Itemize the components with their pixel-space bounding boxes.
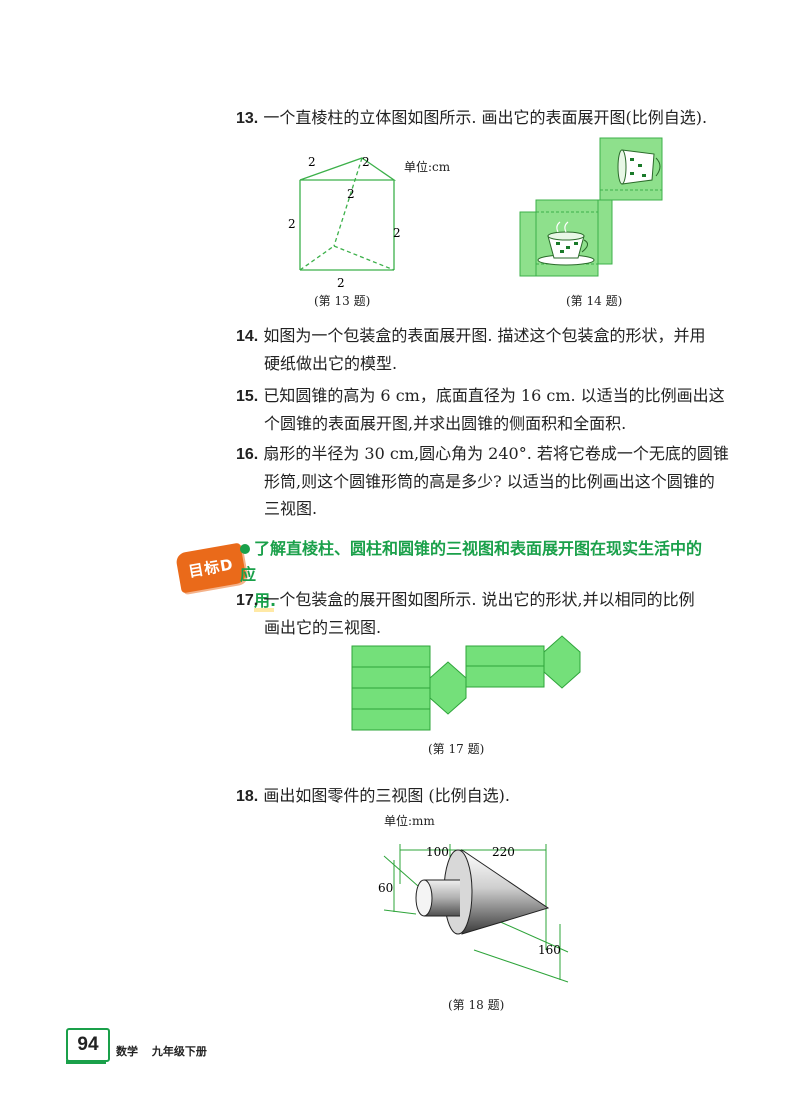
- question-number: 16.: [236, 446, 259, 463]
- question-text: 已知圆锥的高为 6 cm，底面直径为 16 cm. 以适当的比例画出这: [263, 386, 725, 405]
- figure-13-prism: 2 2 2 2 2 2: [288, 155, 401, 290]
- page-number-bar: [66, 1060, 106, 1064]
- teacup-icon: [617, 149, 661, 185]
- teacup-icon: [537, 221, 595, 266]
- question-text: 一个包装盒的展开图如图所示. 说出它的形状,并以相同的比例: [263, 590, 695, 609]
- question-14: 14. 如图为一个包装盒的表面展开图. 描述这个包装盒的形状，并用 硬纸做出它的…: [236, 322, 706, 377]
- dim-label: 2: [393, 226, 401, 240]
- goal-text-line: 了解直棱柱、圆柱和圆锥的三视图和表面展开图在现实生活中的应: [240, 539, 703, 584]
- footer-grade: 九年级下册: [151, 1045, 207, 1058]
- question-text: 个圆锥的表面展开图,并求出圆锥的侧面积和全面积.: [264, 414, 627, 433]
- question-text: 画出如图零件的三视图 (比例自选).: [263, 786, 511, 805]
- question-number: 13.: [236, 110, 259, 127]
- dim-label: 100: [426, 845, 449, 859]
- question-17: 17. 一个包装盒的展开图如图所示. 说出它的形状,并以相同的比例 画出它的三视…: [236, 586, 706, 641]
- question-text: 硬纸做出它的模型.: [264, 354, 398, 373]
- goal-text-line: 用.: [240, 588, 710, 614]
- figure-caption: (第 14 题): [566, 294, 623, 308]
- figure-18-cone-part: 100 220 60 160: [378, 844, 569, 983]
- question-text: 一个直棱柱的立体图如图所示. 画出它的表面展开图(比例自选).: [263, 108, 708, 127]
- dim-label: 60: [378, 881, 393, 895]
- question-number: 14.: [236, 328, 259, 345]
- question-text: 三视图.: [264, 499, 318, 518]
- question-number: 18.: [236, 788, 259, 805]
- unit-label: 单位:cm: [404, 160, 451, 174]
- dim-label: 220: [492, 845, 515, 859]
- figure-caption: (第 17 题): [428, 742, 485, 756]
- goal-statement: 了解直棱柱、圆柱和圆锥的三视图和表面展开图在现实生活中的应 用.: [240, 536, 710, 614]
- figure-caption: (第 13 题): [314, 294, 371, 308]
- question-13: 13. 一个直棱柱的立体图如图所示. 画出它的表面展开图(比例自选).: [236, 104, 708, 132]
- footer-book-title: 数学 九年级下册: [116, 1043, 217, 1059]
- dim-label: 2: [347, 187, 355, 201]
- dim-label: 2: [288, 217, 296, 231]
- footer-subject: 数学: [116, 1045, 138, 1058]
- figure-17-hexagonal-net: [351, 635, 581, 731]
- question-number: 15.: [236, 388, 259, 405]
- bullet-icon: [240, 544, 250, 554]
- dim-label: 160: [538, 943, 561, 957]
- unit-label: 单位:mm: [384, 814, 435, 828]
- question-text: 画出它的三视图.: [264, 618, 382, 637]
- question-number: 17.: [236, 592, 259, 609]
- question-18: 18. 画出如图零件的三视图 (比例自选).: [236, 782, 706, 810]
- question-16: 16. 扇形的半径为 30 cm,圆心角为 240°. 若将它卷成一个无底的圆锥…: [236, 440, 729, 522]
- dim-label: 2: [362, 155, 370, 169]
- figure-14-box-net: [519, 137, 663, 277]
- question-text: 扇形的半径为 30 cm,圆心角为 240°. 若将它卷成一个无底的圆锥: [263, 444, 729, 463]
- question-15: 15. 已知圆锥的高为 6 cm，底面直径为 16 cm. 以适当的比例画出这 …: [236, 382, 725, 437]
- figure-caption: (第 18 题): [448, 998, 505, 1012]
- dim-label: 2: [308, 155, 316, 169]
- page-number: 94: [66, 1028, 110, 1062]
- dim-label: 2: [337, 276, 345, 290]
- question-text: 形筒,则这个圆锥形筒的高是多少? 以适当的比例画出这个圆锥的: [264, 472, 715, 491]
- question-text: 如图为一个包装盒的表面展开图. 描述这个包装盒的形状，并用: [263, 326, 706, 345]
